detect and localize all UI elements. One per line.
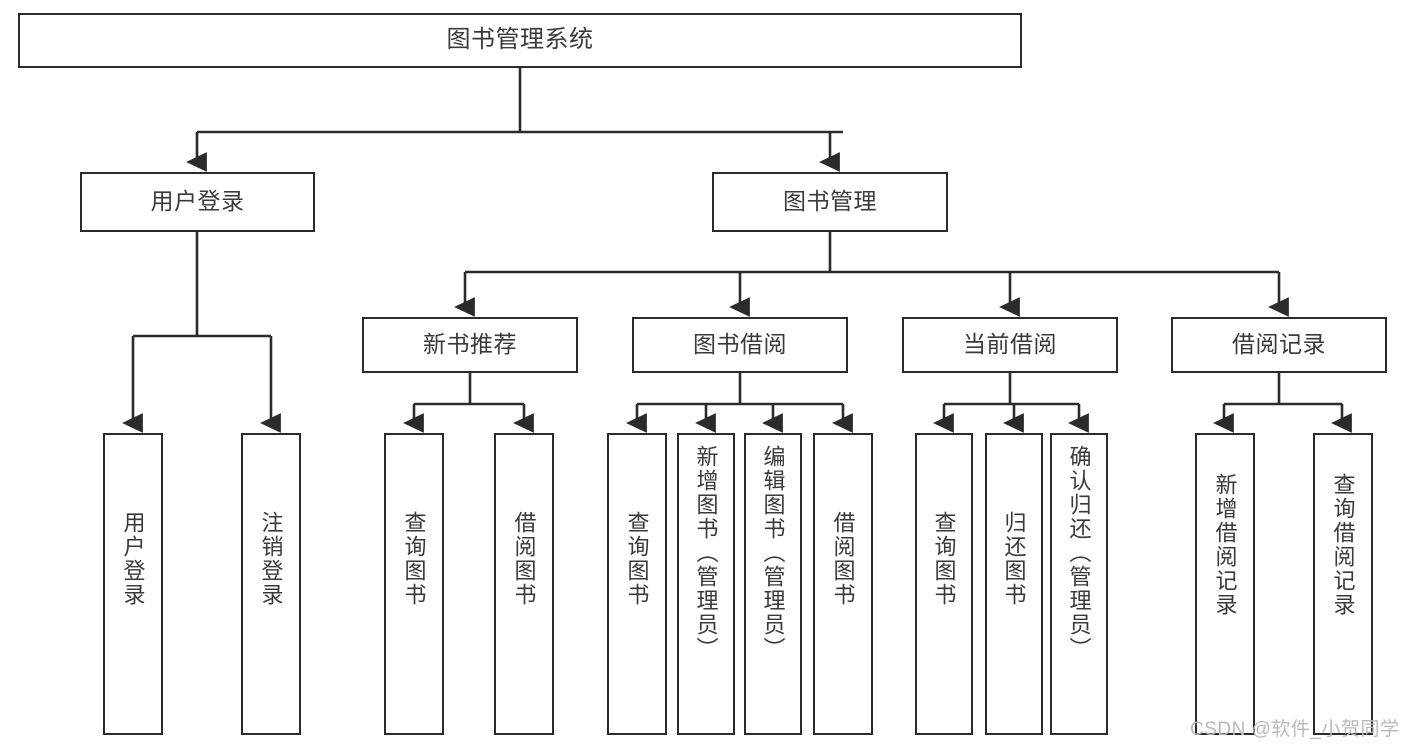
leaf-borrow-book[interactable]: 借阅图书: [813, 433, 873, 735]
node-label: 查询图书: [624, 511, 650, 607]
node-label: 图书借阅: [693, 331, 787, 358]
node-label: 新增图书（管理员）: [693, 445, 719, 661]
node-root-system[interactable]: 图书管理系统: [18, 13, 1022, 68]
leaf-query-book-current[interactable]: 查询图书: [915, 433, 973, 735]
node-label: 新书推荐: [423, 331, 517, 358]
node-label: 查询图书: [401, 511, 427, 607]
csdn-watermark: CSDN @软件_小贺同学: [1190, 719, 1400, 740]
node-label: 查询借阅记录: [1330, 473, 1356, 617]
node-label: 归还图书: [1001, 511, 1027, 607]
node-label: 用户登录: [150, 188, 245, 215]
node-label: 新增借阅记录: [1212, 473, 1238, 617]
node-new-book-recommend[interactable]: 新书推荐: [362, 317, 578, 373]
leaf-edit-book-admin[interactable]: 编辑图书（管理员）: [744, 433, 802, 735]
node-label: 图书管理系统: [446, 26, 594, 54]
node-label: 查询图书: [931, 511, 957, 607]
leaf-query-borrow-record[interactable]: 查询借阅记录: [1313, 433, 1373, 735]
node-label: 当前借阅: [963, 331, 1057, 358]
leaf-query-book-borrow[interactable]: 查询图书: [607, 433, 667, 735]
node-current-borrow[interactable]: 当前借阅: [902, 317, 1118, 373]
leaf-user-login[interactable]: 用户登录: [103, 433, 163, 735]
node-label: 注销登录: [258, 511, 284, 607]
node-user-login[interactable]: 用户登录: [80, 172, 315, 232]
node-book-borrow[interactable]: 图书借阅: [632, 317, 848, 373]
leaf-confirm-return-admin[interactable]: 确认归还（管理员）: [1050, 433, 1108, 735]
node-label: 编辑图书（管理员）: [760, 445, 786, 661]
leaf-borrow-book-recommend[interactable]: 借阅图书: [494, 433, 554, 735]
node-label: 确认归还（管理员）: [1066, 445, 1092, 661]
leaf-add-book-admin[interactable]: 新增图书（管理员）: [677, 433, 735, 735]
node-label: 借阅记录: [1232, 331, 1326, 358]
node-label: 用户登录: [120, 511, 146, 607]
leaf-add-borrow-record[interactable]: 新增借阅记录: [1195, 433, 1255, 735]
leaf-query-book-recommend[interactable]: 查询图书: [384, 433, 444, 735]
node-borrow-record[interactable]: 借阅记录: [1171, 317, 1387, 373]
node-label: 借阅图书: [511, 511, 537, 607]
node-label: 借阅图书: [830, 511, 856, 607]
leaf-return-book[interactable]: 归还图书: [985, 433, 1043, 735]
node-label: 图书管理: [783, 188, 877, 215]
leaf-logout[interactable]: 注销登录: [241, 433, 301, 735]
node-book-manage[interactable]: 图书管理: [712, 172, 948, 232]
